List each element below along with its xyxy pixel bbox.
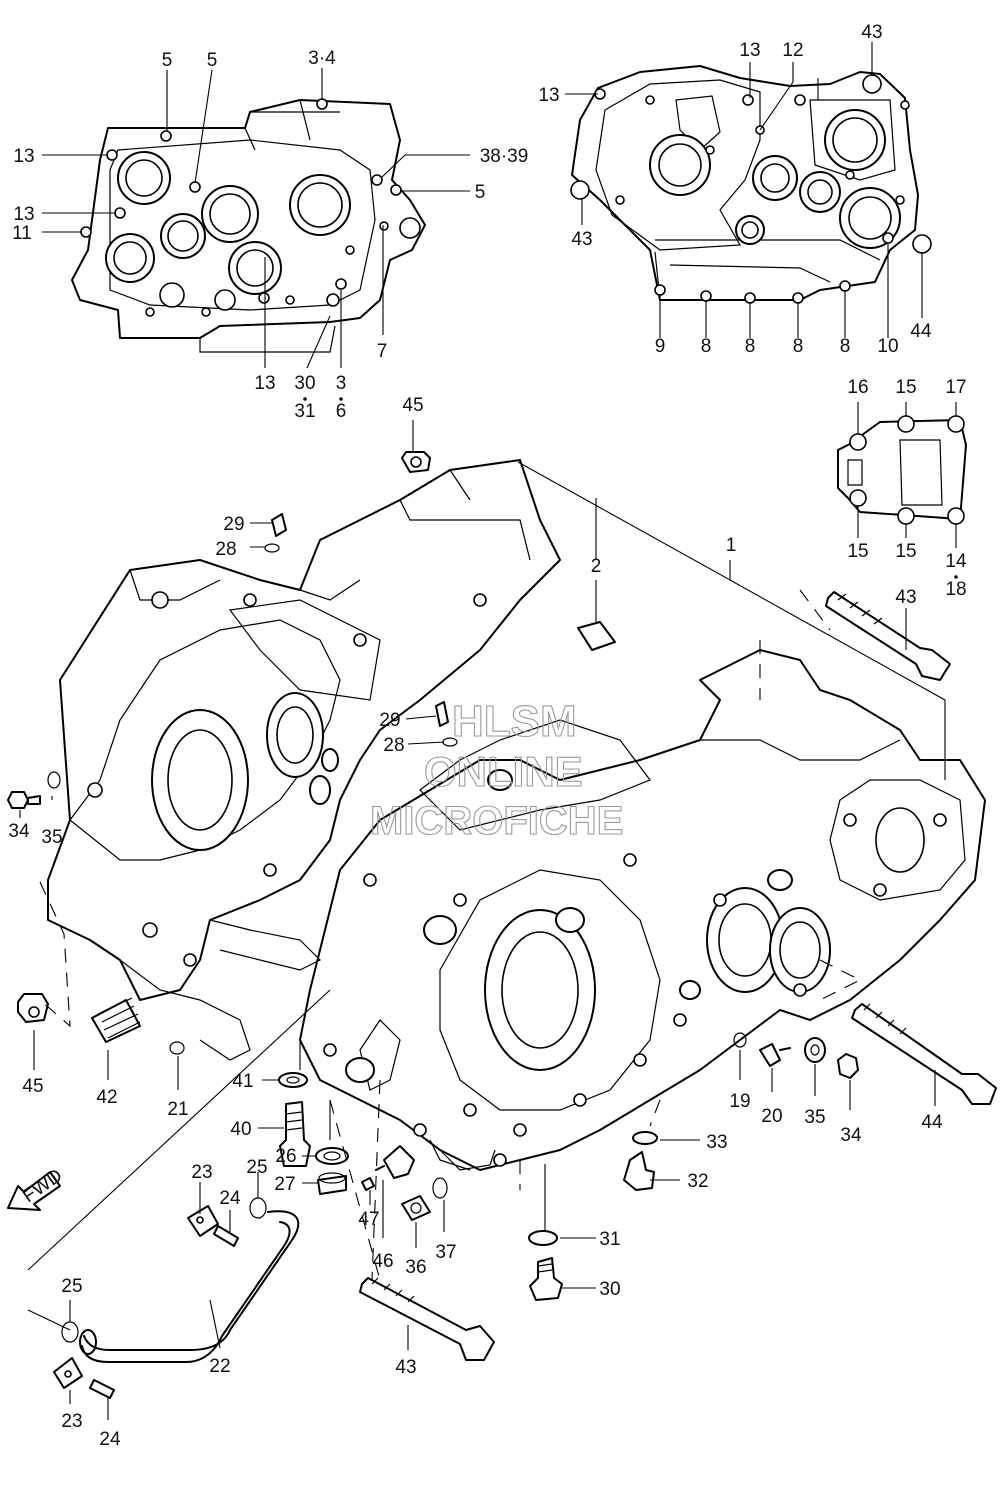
- callout-label: 13: [538, 85, 559, 106]
- callout-label: 13: [739, 40, 760, 61]
- callout-label: 15: [895, 377, 916, 398]
- callout-label: 47: [358, 1209, 379, 1230]
- callouts-top-right: 13 12 43 13 43 44 9 8 8 8 8 10: [538, 22, 932, 357]
- callout-label: 3: [336, 373, 347, 394]
- callout-label: 9: [655, 336, 666, 357]
- callout-label: 25: [61, 1276, 82, 1297]
- right-crankcase-half: [565, 42, 932, 338]
- callout-label: 28: [383, 735, 404, 756]
- callout-label: 35: [804, 1107, 825, 1128]
- callout-label: 20: [761, 1106, 782, 1127]
- callout-label: 31: [599, 1229, 620, 1250]
- callout-label: 32: [687, 1171, 708, 1192]
- callout-label: 5: [475, 182, 486, 203]
- callout-label: 15: [847, 541, 868, 562]
- callout-label: 43: [861, 22, 882, 43]
- callout-label: 25: [246, 1157, 267, 1178]
- callout-label: 15: [895, 541, 916, 562]
- loose-parts: [7, 451, 997, 1399]
- callout-label: 43: [895, 587, 916, 608]
- callout-label: 34: [840, 1125, 862, 1146]
- callout-label: 23: [191, 1162, 212, 1183]
- callout-label: 8: [793, 336, 804, 357]
- callout-label: 35: [41, 827, 62, 848]
- watermark-line-3: MICROFICHE: [370, 799, 623, 843]
- callout-label: 14: [945, 551, 967, 572]
- callout-label: 44: [910, 321, 932, 342]
- callout-label: 37: [435, 1242, 456, 1263]
- callout-label: 5: [207, 50, 218, 71]
- callout-label: 24: [99, 1429, 121, 1450]
- callout-label: 42: [96, 1087, 117, 1108]
- callout-label: 13: [13, 146, 34, 167]
- callout-label: 43: [571, 229, 592, 250]
- callout-label: 1: [726, 535, 737, 556]
- callout-label: 30: [599, 1279, 620, 1300]
- main-crankcase-assembly: [47, 459, 986, 1171]
- callout-label: 29: [223, 514, 244, 535]
- callout-label: 46: [372, 1251, 393, 1272]
- callout-label: 21: [167, 1099, 188, 1120]
- callout-label: 10: [877, 336, 898, 357]
- callout-label: 8: [745, 336, 756, 357]
- callout-label: 43: [395, 1357, 416, 1378]
- callout-label: 30: [294, 373, 315, 394]
- leader-lines: [19, 420, 946, 1420]
- callout-label: 8: [840, 336, 851, 357]
- fwd-label: FWD: [19, 1165, 66, 1207]
- callout-label: 31: [294, 401, 315, 422]
- callout-label: 45: [402, 395, 423, 416]
- callout-label: 3·4: [308, 48, 336, 69]
- callout-label: 11: [12, 223, 32, 244]
- callout-label: 36: [405, 1257, 426, 1278]
- callout-label: 29: [379, 710, 400, 731]
- forward-arrow-icon: FWD: [7, 1165, 66, 1211]
- callout-label: 7: [377, 341, 388, 362]
- callout-label: 2: [591, 556, 602, 577]
- callout-label: 24: [219, 1188, 241, 1209]
- callout-label: 18: [945, 579, 966, 600]
- callout-label: 22: [209, 1356, 230, 1377]
- callout-label: 34: [8, 821, 30, 842]
- callouts-main: 45 29 28 2 1 43 29 28 34 35 45 42 21 41 …: [8, 395, 943, 1450]
- callout-label: 5: [162, 50, 173, 71]
- callout-label: 38·39: [480, 146, 529, 167]
- callout-label: 41: [232, 1071, 253, 1092]
- callout-label: 12: [782, 40, 803, 61]
- callout-label: 27: [274, 1174, 295, 1195]
- watermark-line-2: ONLINE: [424, 748, 583, 795]
- callouts-cover: 16 15 17 15 15 14 18: [847, 377, 967, 600]
- callout-label: 33: [706, 1132, 727, 1153]
- watermark: HLSM ONLINE MICROFICHE: [369, 696, 623, 843]
- callout-label: 16: [847, 377, 868, 398]
- watermark-line-1: HLSM: [452, 697, 577, 746]
- callout-label: 45: [22, 1076, 43, 1097]
- callout-label: 40: [230, 1119, 251, 1140]
- callout-label: 8: [701, 336, 712, 357]
- callout-label: 28: [215, 539, 236, 560]
- callout-label: 26: [275, 1146, 296, 1167]
- callout-label: 23: [61, 1411, 82, 1432]
- callouts-top-left: 5 5 3·4 13 38·39 5 13 11 7 13 30 31 3 6: [12, 48, 528, 422]
- callout-label: 13: [13, 204, 34, 225]
- callout-label: 13: [254, 373, 275, 394]
- callout-label: 19: [729, 1091, 750, 1112]
- crankcase-cover: [837, 402, 967, 548]
- callout-label: 17: [945, 377, 966, 398]
- callout-label: 6: [336, 401, 347, 422]
- left-crankcase-half: [42, 68, 470, 369]
- callout-label: 44: [921, 1112, 943, 1133]
